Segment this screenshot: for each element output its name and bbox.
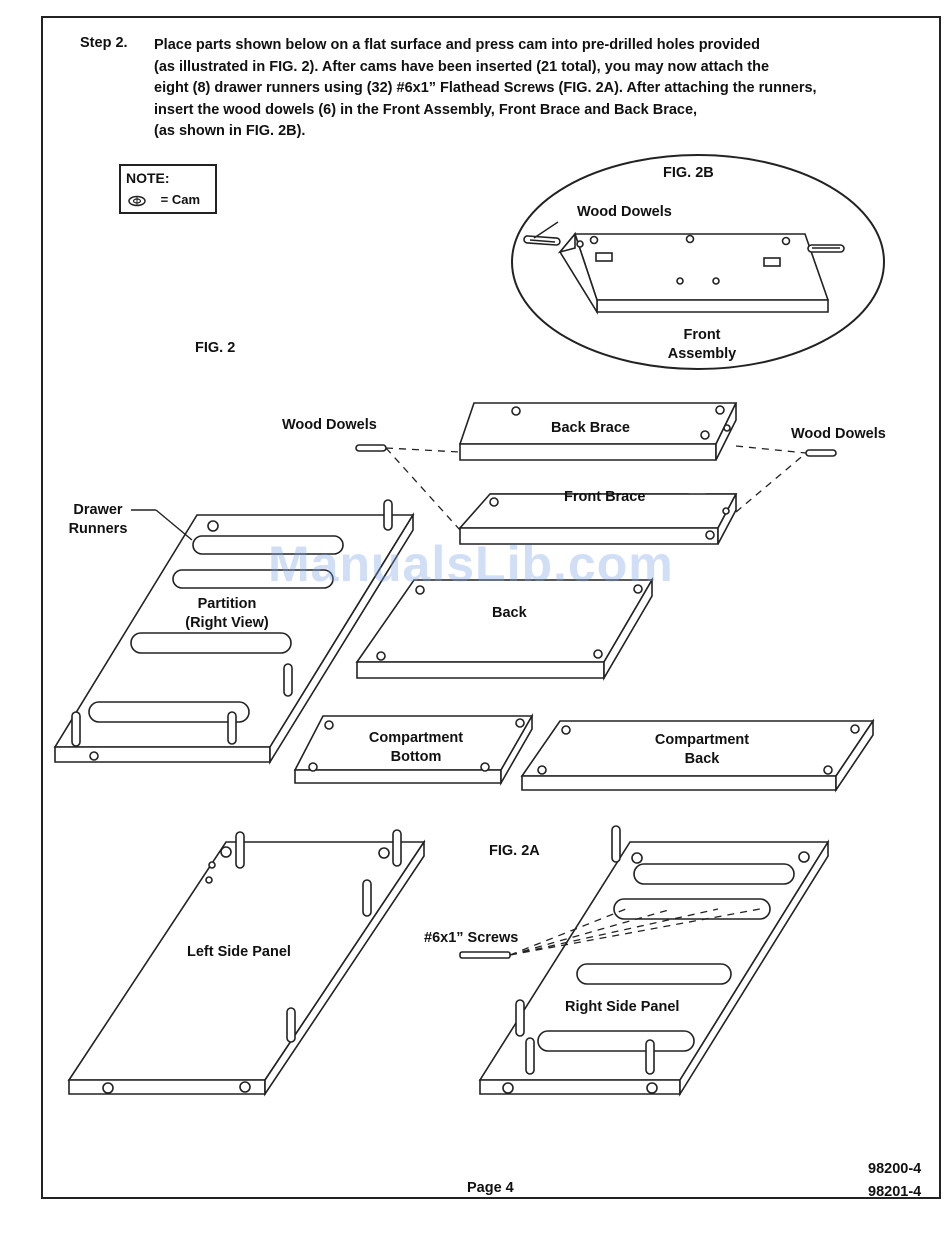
drawer-runners-label-line: Drawer [73, 502, 123, 518]
drawer-runner [613, 898, 771, 920]
compartment-back-label: Compartment Back [642, 731, 762, 769]
front-assembly-label-line: Front [683, 327, 721, 343]
note-cam-legend: = Cam [127, 192, 200, 207]
front-assembly-label-line: Assembly [667, 346, 737, 362]
note-box: NOTE: = Cam [119, 164, 217, 214]
instruction-line: (as illustrated in FIG. 2). After cams h… [154, 58, 770, 75]
fig2b-inset [511, 154, 885, 370]
back-brace-label: Back Brace [551, 420, 630, 436]
fig2-label: FIG. 2 [195, 340, 236, 356]
instruction-line: Place parts shown below on a flat surfac… [154, 37, 760, 53]
compartment-back-label-line: Back [684, 751, 720, 767]
front-brace-label: Front Brace [564, 489, 646, 505]
note-title: NOTE: [126, 170, 170, 186]
document-code: 98201-4 [868, 1184, 922, 1200]
front-assembly-part [557, 231, 830, 315]
left-side-panel-label: Left Side Panel [187, 944, 291, 960]
wood-dowels-left-label: Wood Dowels [282, 417, 377, 433]
left-side-panel-part [67, 829, 426, 1097]
back-brace-part [458, 402, 738, 461]
drawer-runner [576, 963, 732, 985]
compartment-back-label-line: Compartment [654, 732, 750, 748]
drawer-runner [192, 535, 344, 555]
cam-legend-text: = Cam [160, 192, 201, 207]
wood-dowel-icon [807, 244, 845, 253]
compartment-bottom-part [293, 712, 534, 787]
drawer-runner [172, 569, 334, 589]
back-part [355, 577, 654, 681]
drawer-runner [633, 863, 795, 885]
cam-icon [128, 195, 146, 206]
instruction-line: eight (8) drawer runners using (32) #6x1… [154, 80, 817, 96]
fig2a-label: FIG. 2A [489, 843, 540, 859]
right-side-panel-label: Right Side Panel [565, 999, 680, 1015]
right-side-panel-part [459, 825, 830, 1097]
front-assembly-label: Front Assembly [662, 326, 742, 364]
page-border [41, 16, 941, 1199]
screw-icon [459, 951, 511, 959]
front-brace-part [458, 493, 738, 545]
instruction-line: insert the wood dowels (6) in the Front … [154, 101, 698, 118]
compartment-bottom-label: Compartment Bottom [356, 729, 476, 767]
watermark: ManualsLib.com [268, 536, 674, 592]
compartment-bottom-label-line: Compartment [368, 730, 464, 746]
back-label: Back [492, 605, 527, 621]
partition-part [53, 499, 415, 765]
compartment-back-part [520, 718, 875, 793]
drawer-runner [130, 632, 292, 654]
drawer-runners-label: Drawer Runners [60, 501, 136, 539]
document-code: 98200-4 [868, 1161, 922, 1177]
page-number: Page 4 [467, 1180, 514, 1196]
partition-label: Partition (Right View) [172, 595, 282, 633]
step-label: Step 2. [80, 35, 128, 51]
wood-dowels-inset-label: Wood Dowels [577, 204, 672, 220]
wood-dowel-icon [523, 235, 561, 246]
screws-label: #6x1” Screws [424, 930, 519, 946]
partition-label-line: (Right View) [185, 615, 269, 631]
document-codes: 98200-4 98201-4 [868, 1158, 921, 1204]
instruction-line: (as shown in FIG. 2B). [154, 123, 306, 139]
compartment-bottom-label-line: Bottom [390, 749, 442, 765]
wood-dowel-icon [355, 444, 387, 452]
drawer-runner [537, 1030, 695, 1052]
fig2b-label: FIG. 2B [663, 165, 714, 181]
partition-label-line: Partition [197, 596, 257, 612]
drawer-runners-label-line: Runners [68, 521, 128, 537]
drawer-runner [88, 701, 250, 723]
wood-dowels-right-label: Wood Dowels [791, 426, 886, 442]
wood-dowel-icon [805, 449, 837, 457]
step-instructions: Place parts shown below on a flat surfac… [154, 35, 914, 143]
